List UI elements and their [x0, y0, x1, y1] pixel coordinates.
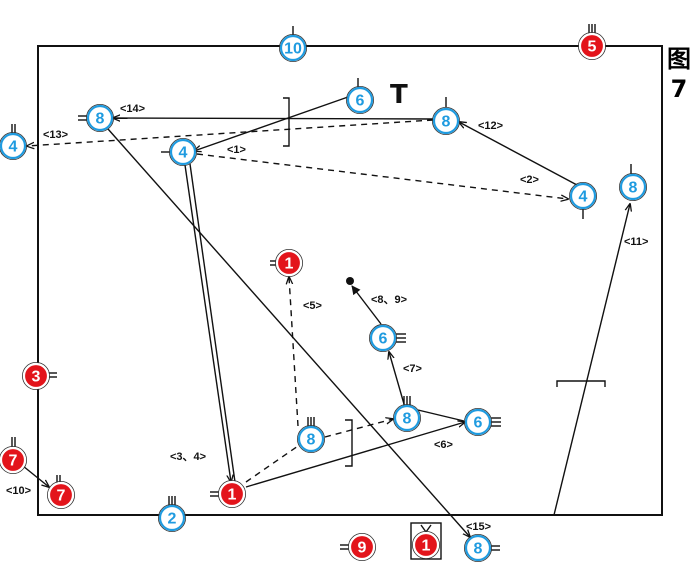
- figure-label: 图 7: [664, 44, 694, 104]
- step-label-13: <13>: [43, 129, 68, 141]
- player-defense-1[interactable]: 1: [217, 479, 246, 508]
- player-offense-4[interactable]: 4: [569, 181, 598, 210]
- step-label-5: <5>: [303, 300, 322, 312]
- player-defense-1[interactable]: 1: [274, 248, 303, 277]
- svg-text:8: 8: [442, 114, 451, 131]
- svg-text:4: 4: [9, 139, 18, 156]
- player-defense-5[interactable]: 5: [578, 32, 607, 61]
- step-label-15: <15>: [466, 521, 491, 533]
- figure-label-char: 图: [667, 45, 691, 73]
- step-label-10: <10>: [6, 485, 31, 497]
- screen-bracket-bottom: [345, 419, 353, 467]
- player-defense-1[interactable]: 1: [411, 531, 440, 560]
- player-offense-8[interactable]: 8: [431, 107, 460, 136]
- svg-text:5: 5: [588, 39, 597, 56]
- svg-text:6: 6: [356, 93, 365, 110]
- player-offense-8[interactable]: 8: [86, 104, 115, 133]
- move-line-15: [107, 128, 470, 537]
- step-label-6: <6>: [434, 439, 453, 451]
- player-offense-8[interactable]: 8: [463, 534, 492, 563]
- move-line-7: [389, 352, 405, 405]
- step-label-12: <12>: [478, 120, 503, 132]
- screen-symbol: T: [390, 80, 408, 110]
- pass-line-4a: [245, 445, 299, 483]
- pass-line-2: [196, 153, 568, 199]
- figure-label-number: 7: [670, 75, 688, 103]
- svg-text:4: 4: [179, 145, 188, 162]
- svg-text:4: 4: [579, 189, 588, 206]
- svg-text:6: 6: [474, 415, 483, 432]
- court-boundary: [37, 45, 663, 516]
- player-defense-9[interactable]: 9: [347, 533, 376, 562]
- move-line-8: [417, 409, 465, 422]
- move-line-1: [194, 96, 349, 151]
- player-offense-8[interactable]: 8: [296, 424, 325, 453]
- svg-text:8: 8: [96, 111, 105, 128]
- player-offense-4[interactable]: 4: [0, 132, 27, 160]
- svg-text:7: 7: [57, 488, 66, 505]
- screen-bracket-right: [556, 380, 606, 387]
- pass-line-4b: [324, 419, 393, 438]
- step-label-3-4: <3、4>: [170, 451, 206, 463]
- svg-text:2: 2: [168, 511, 177, 528]
- svg-text:8: 8: [403, 411, 412, 428]
- svg-text:10: 10: [284, 41, 302, 58]
- svg-text:8: 8: [474, 541, 483, 558]
- move-line-12: [459, 122, 578, 186]
- shot-line-8-9: [351, 285, 382, 325]
- ball-icon: [346, 277, 354, 285]
- movement-lines: T: [22, 80, 630, 560]
- step-label-7: <7>: [403, 363, 422, 375]
- svg-text:7: 7: [9, 453, 18, 470]
- orientation-ticks: [11, 24, 632, 551]
- player-offense-2[interactable]: 2: [157, 503, 186, 532]
- svg-text:3: 3: [32, 369, 41, 386]
- player-defense-7[interactable]: 7: [0, 446, 27, 474]
- move-line-14: [113, 118, 434, 119]
- player-offense-10[interactable]: 10: [278, 34, 307, 63]
- players-layer: 10 5 6 8 8 4 4 4 8 1 6 3 8 6 8 7 7 1 2 9…: [0, 32, 648, 563]
- pass-line-5: [289, 277, 299, 427]
- step-label-2: <2>: [520, 174, 539, 186]
- player-offense-6[interactable]: 6: [463, 407, 492, 436]
- dribble-line-3b: [189, 163, 236, 483]
- step-label-8-9: <8、9>: [371, 294, 407, 306]
- pass-line-13: [27, 119, 434, 146]
- player-defense-3[interactable]: 3: [21, 361, 51, 390]
- svg-text:6: 6: [379, 331, 388, 348]
- player-offense-4[interactable]: 4: [168, 137, 197, 166]
- svg-text:8: 8: [629, 180, 638, 197]
- step-labels: <1> <2> <3、4> <5> <6> <7> <8、9> <10> <11…: [6, 103, 648, 533]
- move-line-10: [22, 465, 49, 487]
- move-line-11: [553, 204, 630, 516]
- svg-text:9: 9: [358, 540, 367, 557]
- screen-bracket-top: [283, 97, 290, 147]
- svg-text:1: 1: [422, 538, 431, 555]
- step-label-11: <11>: [624, 236, 648, 248]
- step-label-14: <14>: [120, 103, 145, 115]
- svg-text:1: 1: [285, 256, 294, 273]
- player-offense-8[interactable]: 8: [392, 403, 421, 432]
- svg-text:8: 8: [307, 432, 316, 449]
- player-defense-7[interactable]: 7: [47, 480, 76, 509]
- move-line-6: [245, 422, 465, 488]
- player-offense-6[interactable]: 6: [345, 86, 374, 115]
- player-offense-8[interactable]: 8: [619, 172, 648, 201]
- dribble-line-3a: [184, 164, 231, 482]
- step-label-1: <1>: [227, 144, 246, 156]
- player-offense-6[interactable]: 6: [368, 323, 397, 352]
- svg-text:1: 1: [228, 487, 237, 504]
